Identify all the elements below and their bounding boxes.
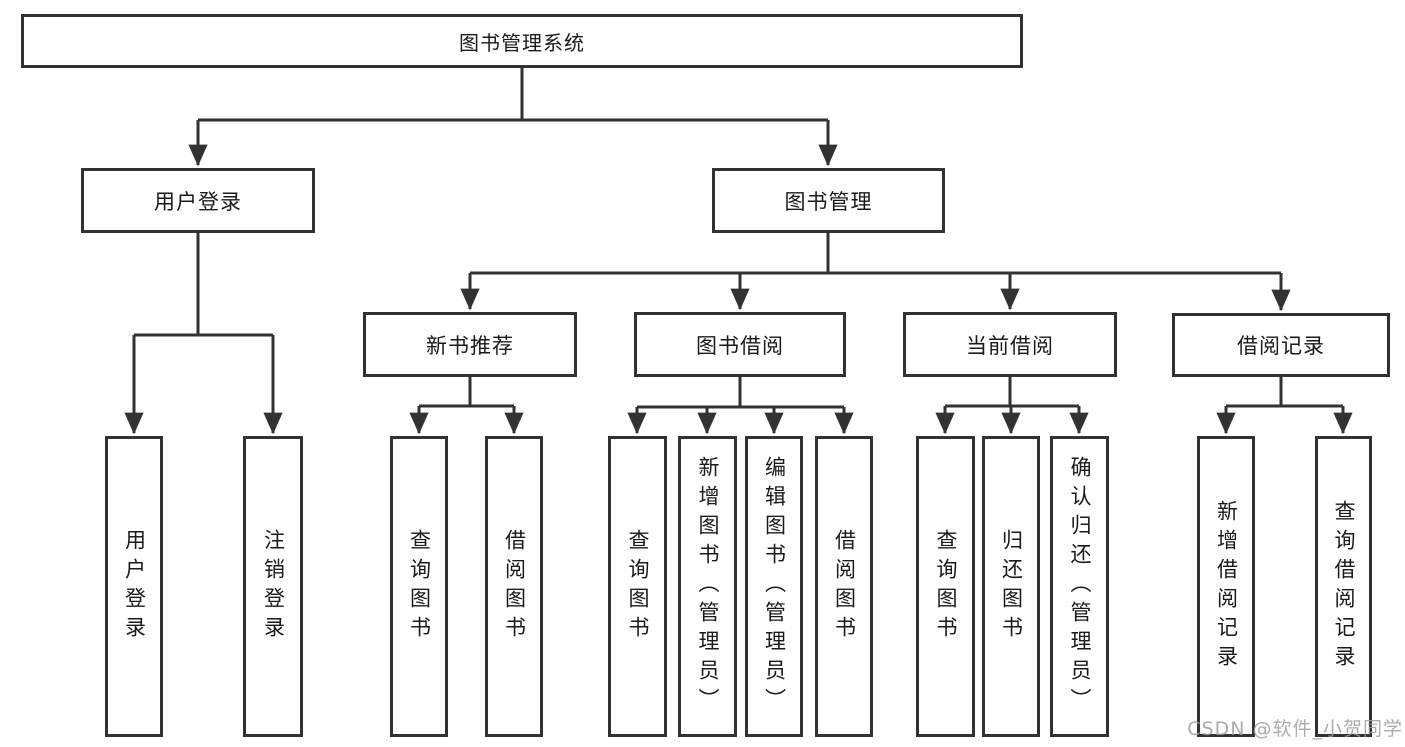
node-book-management-group: 图书管理: [712, 168, 945, 233]
node-borrowing-records: 借阅记录: [1172, 313, 1390, 377]
leaf-br-add-record: 新增借阅记录: [1197, 436, 1255, 737]
node-user-login-group: 用户登录: [81, 168, 315, 233]
leaf-logout: 注销登录: [243, 436, 303, 737]
leaf-user-login: 用户登录: [105, 436, 163, 737]
node-library-management-system: 图书管理系统: [21, 14, 1023, 68]
node-current-borrowing: 当前借阅: [903, 312, 1117, 377]
leaf-cb-confirm-return-admin: 确认归还（管理员）: [1050, 436, 1109, 737]
leaf-bb-edit-books-admin: 编辑图书（管理员）: [745, 436, 803, 737]
node-book-borrowing: 图书借阅: [634, 312, 846, 377]
leaf-cb-return-books: 归还图书: [982, 436, 1040, 737]
leaf-nbr-query-books: 查询图书: [390, 436, 448, 737]
leaf-bb-add-books-admin: 新增图书（管理员）: [678, 436, 737, 737]
leaf-nbr-borrow-books: 借阅图书: [485, 436, 543, 737]
node-new-book-recommend: 新书推荐: [363, 312, 577, 377]
connector-trunks: [134, 68, 1343, 409]
leaf-cb-query-books: 查询图书: [916, 436, 975, 737]
leaf-bb-query-books: 查询图书: [608, 436, 667, 737]
watermark: CSDN @软件_小贺同学: [1187, 718, 1403, 740]
connector-arrows: [124, 120, 1353, 435]
leaf-bb-borrow-books: 借阅图书: [815, 436, 873, 737]
leaf-br-query-record: 查询借阅记录: [1315, 436, 1372, 737]
